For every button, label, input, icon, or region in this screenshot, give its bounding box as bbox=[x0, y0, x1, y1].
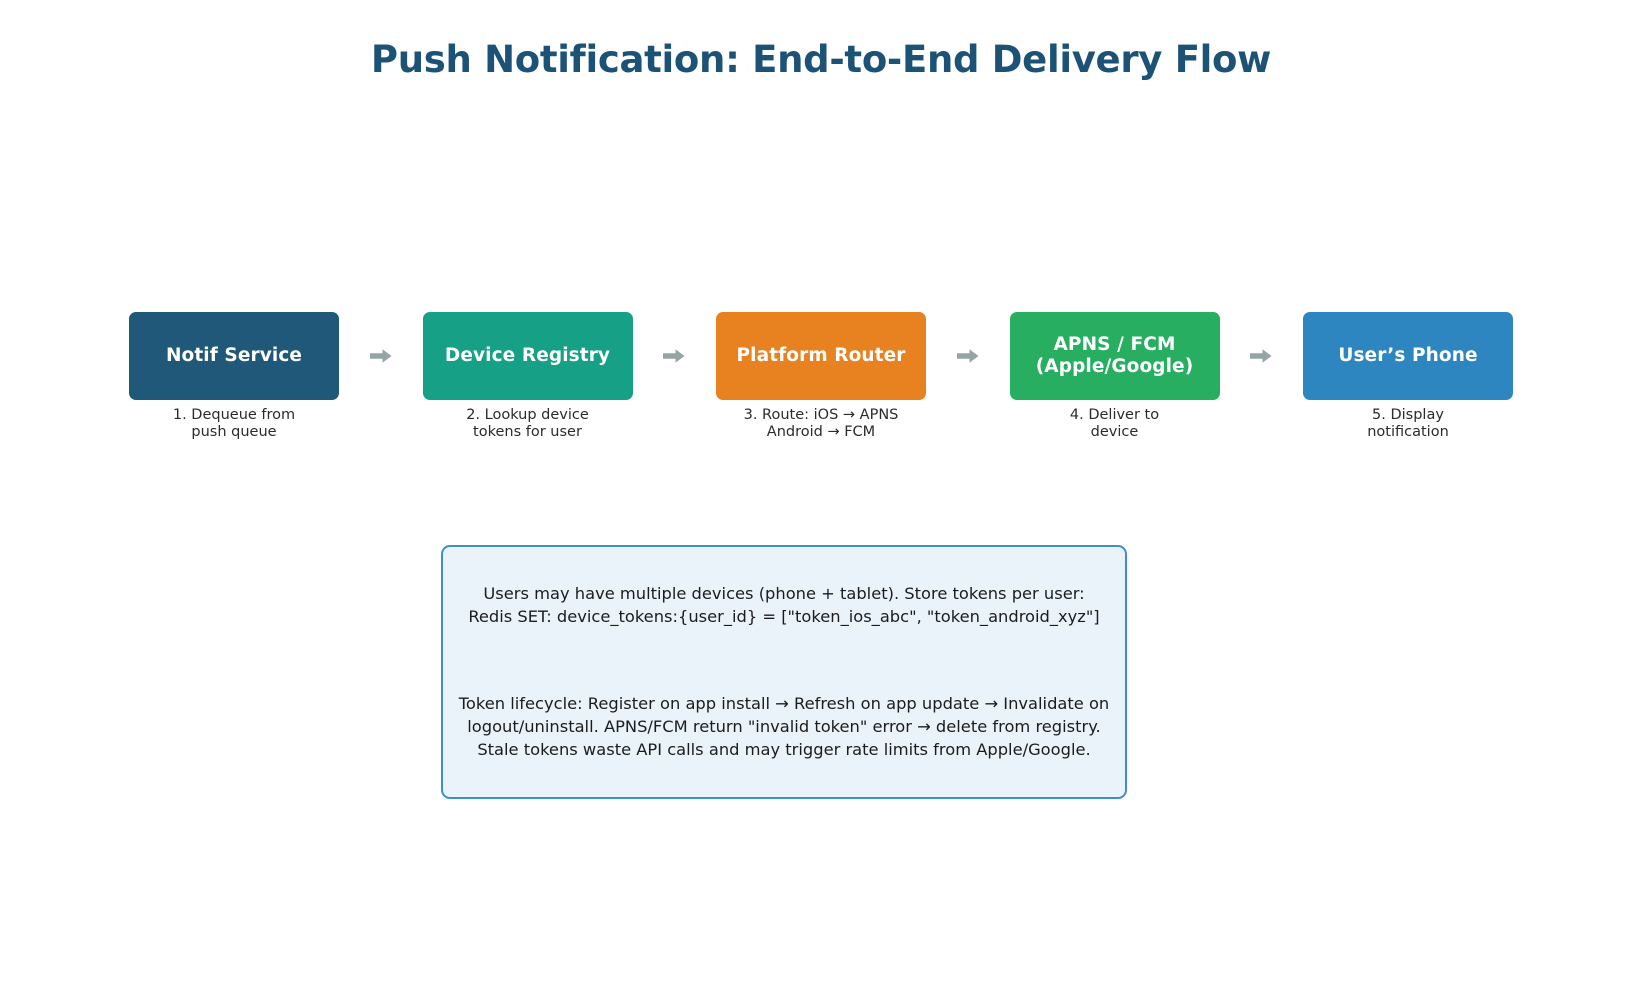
flow-diagram: Notif Service 1. Dequeue from push queue… bbox=[129, 312, 1513, 442]
node-box-notif-service[interactable]: Notif Service bbox=[129, 312, 339, 400]
node-box-device-registry[interactable]: Device Registry bbox=[422, 312, 633, 400]
arrow-right-icon bbox=[657, 312, 691, 400]
node-box-apns-fcm[interactable]: APNS / FCM (Apple/Google) bbox=[1009, 312, 1220, 400]
flow-node-apns-fcm[interactable]: APNS / FCM (Apple/Google) 4. Deliver to … bbox=[1009, 312, 1220, 441]
arrow-right-icon bbox=[1244, 312, 1278, 400]
note-paragraph-tokens: Users may have multiple devices (phone +… bbox=[468, 584, 1100, 627]
node-caption-device-registry: 2. Lookup device tokens for user bbox=[466, 407, 589, 440]
flow-node-users-phone[interactable]: User’s Phone 5. Display notification bbox=[1303, 312, 1513, 441]
node-box-platform-router[interactable]: Platform Router bbox=[716, 312, 926, 400]
note-paragraph-lifecycle: Token lifecycle: Register on app install… bbox=[458, 693, 1110, 759]
node-caption-users-phone: 5. Display notification bbox=[1367, 407, 1449, 440]
arrow-right-icon bbox=[364, 312, 398, 400]
node-box-users-phone[interactable]: User’s Phone bbox=[1303, 312, 1513, 400]
node-caption-notif-service: 1. Dequeue from push queue bbox=[172, 407, 296, 440]
node-caption-platform-router: 3. Route: iOS → APNS Android → FCM bbox=[743, 407, 899, 440]
note-spacer bbox=[457, 652, 1111, 669]
arrow-right-icon bbox=[951, 312, 985, 400]
page-title: Push Notification: End-to-End Delivery F… bbox=[370, 38, 1272, 81]
flow-node-device-registry[interactable]: Device Registry 2. Lookup device tokens … bbox=[422, 312, 633, 441]
note-callout: Users may have multiple devices (phone +… bbox=[441, 545, 1127, 800]
flow-node-platform-router[interactable]: Platform Router 3. Route: iOS → APNS And… bbox=[716, 312, 926, 441]
flow-node-notif-service[interactable]: Notif Service 1. Dequeue from push queue bbox=[129, 312, 339, 441]
node-caption-apns-fcm: 4. Deliver to device bbox=[1069, 407, 1160, 440]
